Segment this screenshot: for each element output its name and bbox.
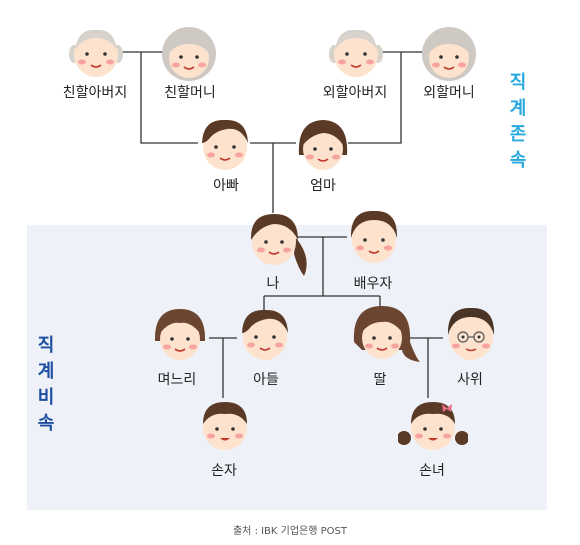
- line-parents: [250, 142, 296, 213]
- father-face-icon: [197, 115, 253, 175]
- label-daughter-in-law: 며느리: [157, 372, 197, 388]
- label-grandson: 손자: [211, 463, 237, 479]
- spouse-face-icon: [346, 208, 402, 268]
- paternal-grandmother-face-icon: [161, 24, 217, 84]
- daughter-in-law-face-icon: [152, 305, 208, 365]
- line-son-couple: [209, 337, 237, 398]
- label-father: 아빠: [213, 178, 239, 194]
- label-mother: 엄마: [310, 178, 336, 194]
- descendants-panel: [27, 225, 547, 510]
- label-paternal-grandmother: 친할머니: [164, 85, 216, 101]
- line-me-spouse: [298, 236, 347, 296]
- label-paternal-grandfather: 친할아버지: [62, 85, 128, 101]
- label-spouse: 배우자: [353, 276, 393, 292]
- mother-face-icon: [295, 115, 351, 175]
- grandson-face-icon: [197, 396, 253, 456]
- label-daughter: 딸: [373, 372, 387, 388]
- ascendants-vertical-label: 직 계 존 속: [509, 72, 527, 171]
- line-maternal-grandparents: [348, 51, 424, 144]
- label-maternal-grandmother: 외할머니: [423, 85, 475, 101]
- descendants-vertical-label: 직 계 비 속: [37, 335, 55, 434]
- paternal-grandfather-face-icon: [68, 24, 124, 84]
- daughter-face-icon: [352, 302, 422, 362]
- line-daughter-couple: [405, 337, 443, 398]
- son-in-law-face-icon: [443, 305, 499, 365]
- line-paternal-grandparents: [116, 51, 198, 144]
- me-face-icon: [246, 208, 316, 276]
- label-son-in-law: 사위: [457, 372, 483, 388]
- source-caption: 출처 : IBK 기업은행 POST: [232, 526, 347, 537]
- son-face-icon: [237, 305, 293, 365]
- label-me: 나: [266, 276, 280, 292]
- label-granddaughter: 손녀: [419, 463, 445, 479]
- label-maternal-grandfather: 외할아버지: [322, 85, 388, 101]
- maternal-grandmother-face-icon: [421, 24, 477, 84]
- granddaughter-face-icon: [397, 396, 469, 456]
- label-son: 아들: [253, 372, 279, 388]
- maternal-grandfather-face-icon: [328, 24, 384, 84]
